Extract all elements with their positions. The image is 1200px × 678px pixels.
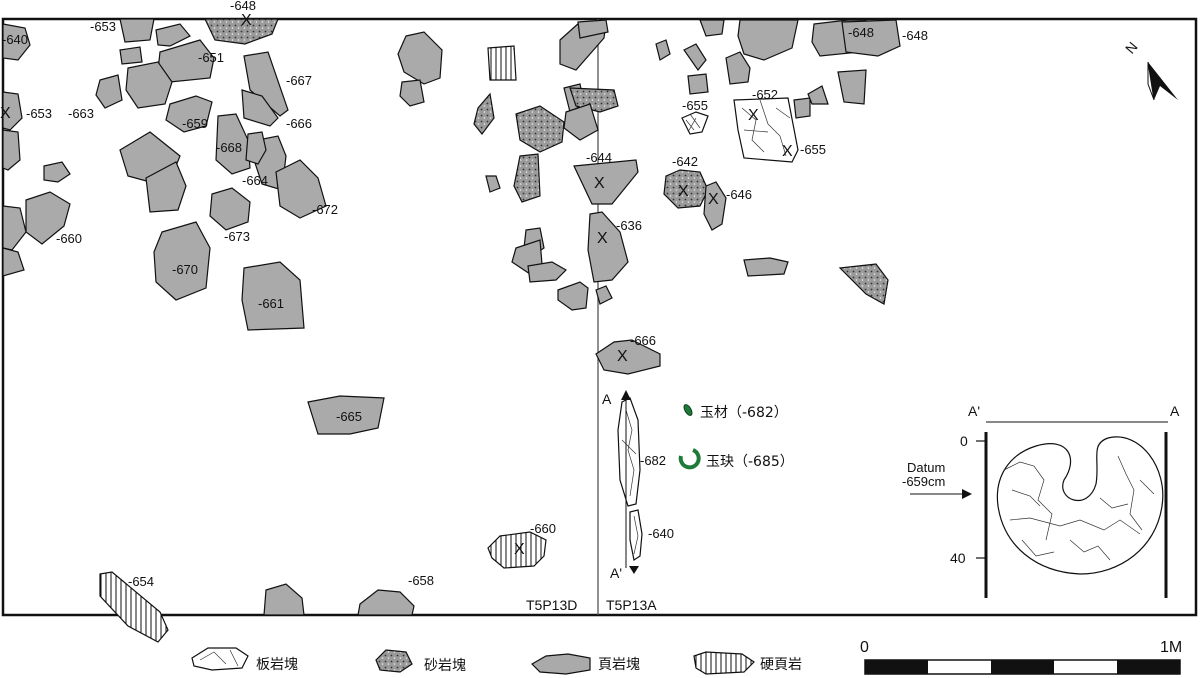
depth-label: -642 <box>672 154 698 169</box>
depth-label: -654 <box>128 574 154 589</box>
legend-slate-label: 板岩塊 <box>256 657 298 673</box>
inset-label-a: A <box>1170 403 1180 419</box>
depth-label: -651 <box>198 50 224 65</box>
legend-hard-shale-swatch <box>693 651 755 675</box>
section-label-a: A <box>602 391 612 407</box>
scale-tick-0: 0 <box>960 433 968 449</box>
legend-shale-swatch <box>531 653 591 675</box>
depth-label: -648 <box>230 0 256 13</box>
depth-label: -667 <box>286 73 312 88</box>
x-mark: X <box>0 105 11 122</box>
x-mark: X <box>241 12 252 29</box>
depth-label: -646 <box>726 187 752 202</box>
depth-label: -663 <box>68 106 94 121</box>
section-label-a-prime: A' <box>610 565 622 581</box>
x-mark: X <box>748 107 759 124</box>
depth-label: -666 <box>630 333 656 348</box>
depth-label: -665 <box>336 409 362 424</box>
north-label: N <box>1122 39 1141 57</box>
x-mark: X <box>617 348 628 365</box>
depth-labels: -648 -653 -640 -651 -667 -653 -663 -659 … <box>2 0 928 589</box>
depth-label: -682 <box>640 453 666 468</box>
depth-label: -644 <box>586 150 612 165</box>
depth-label: -653 <box>90 19 116 34</box>
legend: 板岩塊 砂岩塊 頁岩塊 硬頁岩 <box>191 647 802 675</box>
jade-material-icon <box>683 404 693 416</box>
datum-label: Datum <box>907 460 945 475</box>
inset-label-a-prime: A' <box>968 403 980 419</box>
depth-label: -673 <box>224 229 250 244</box>
stones-right: X X X X X X X <box>397 19 901 561</box>
scale-end-label: 1M <box>1160 639 1182 656</box>
legend-sandstone-swatch <box>375 649 413 673</box>
stones-left: X X X <box>0 12 547 643</box>
legend-shale-label: 頁岩塊 <box>598 657 640 673</box>
unit-label-t5p13d: T5P13D <box>526 597 577 613</box>
section-inset: A' A 0 40 Datum -659cm <box>902 403 1180 598</box>
x-mark: X <box>594 175 605 192</box>
x-mark: X <box>708 191 719 208</box>
scale-tick-40: 40 <box>950 550 966 566</box>
depth-label: -661 <box>258 296 284 311</box>
depth-label: -640 <box>648 526 674 541</box>
depth-label: -670 <box>172 262 198 277</box>
depth-label: -658 <box>408 573 434 588</box>
depth-label: -664 <box>242 173 268 188</box>
depth-label: -652 <box>752 87 778 102</box>
depth-label: -648 <box>902 28 928 43</box>
datum-depth: -659cm <box>902 474 945 489</box>
depth-label: -659 <box>182 116 208 131</box>
depth-label: -660 <box>530 521 556 536</box>
x-mark: X <box>597 230 608 247</box>
scale-start-label: 0 <box>860 639 869 656</box>
depth-label: -672 <box>312 202 338 217</box>
inset-slate-profile <box>996 436 1164 575</box>
depth-label: -640 <box>2 32 28 47</box>
x-mark: X <box>514 541 525 558</box>
depth-label: -653 <box>26 106 52 121</box>
legend-hard-shale-label: 硬頁岩 <box>760 657 802 673</box>
depth-label: -655 <box>682 98 708 113</box>
depth-label: -636 <box>616 218 642 233</box>
depth-label: -668 <box>216 140 242 155</box>
depth-label: -660 <box>56 231 82 246</box>
unit-label-t5p13a: T5P13A <box>606 597 657 613</box>
north-arrow-icon: N <box>1122 39 1178 101</box>
depth-label: -648 <box>848 25 874 40</box>
depth-label: -655 <box>800 142 826 157</box>
legend-slate-swatch <box>191 647 249 671</box>
excavation-frame <box>1 17 1198 617</box>
legend-sandstone-label: 砂岩塊 <box>424 658 466 674</box>
section-line-marker <box>621 390 639 574</box>
x-mark: X <box>678 183 689 200</box>
depth-label: -666 <box>286 116 312 131</box>
x-mark: X <box>782 143 793 160</box>
jade-jue-label: 玉玦（-685） <box>706 454 794 470</box>
jade-jue-icon <box>678 448 701 470</box>
jade-material-label: 玉材（-682） <box>700 405 788 421</box>
scale-bar: 0 1M <box>860 639 1182 675</box>
